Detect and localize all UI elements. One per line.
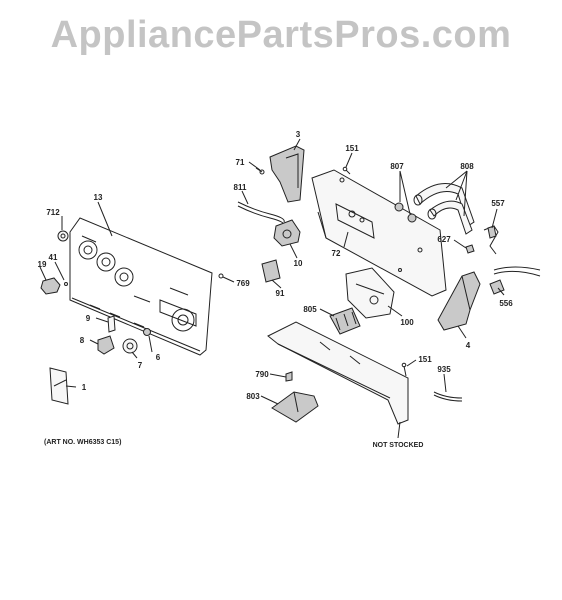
callout-811: 811 <box>234 183 247 192</box>
cover-803 <box>271 391 319 423</box>
fittings-807 <box>394 202 417 223</box>
callout-10: 10 <box>294 259 303 268</box>
switch-805 <box>329 307 361 335</box>
callout-6: 6 <box>156 353 161 362</box>
callout-808: 808 <box>460 162 474 171</box>
callout-3: 3 <box>296 130 301 139</box>
callout-790: 790 <box>255 370 269 379</box>
screw-151a <box>342 166 351 175</box>
callout-19: 19 <box>38 260 47 269</box>
callout-557: 557 <box>491 199 505 208</box>
rear-panel-72 <box>311 169 447 297</box>
knob-19 <box>40 277 68 295</box>
hose-bracket-3 <box>259 145 305 203</box>
end-cap-4 <box>437 271 481 331</box>
callout-13: 13 <box>94 193 103 202</box>
base-trim <box>267 321 409 425</box>
callout-151-bottom: 151 <box>418 355 432 364</box>
callout-935: 935 <box>437 365 451 374</box>
leader-lines <box>39 138 505 439</box>
callout-712: 712 <box>46 208 60 217</box>
callout-91: 91 <box>276 289 285 298</box>
callout-769: 769 <box>236 279 250 288</box>
callout-41: 41 <box>49 253 58 262</box>
screw-769 <box>218 273 224 279</box>
clip-627 <box>465 244 475 254</box>
knob-712 <box>57 230 69 242</box>
callout-627: 627 <box>437 235 451 244</box>
callout-1: 1 <box>82 383 87 392</box>
clip-790 <box>285 371 293 382</box>
not-stocked-note: NOT STOCKED <box>373 442 424 449</box>
watermark-text: AppliancePartsPros.com <box>50 14 512 56</box>
wire-harness-557 <box>483 225 499 255</box>
wire-811 <box>237 201 285 227</box>
screw-71 <box>255 167 263 173</box>
callout-71: 71 <box>236 158 245 167</box>
callout-72: 72 <box>332 249 341 258</box>
callout-151-top: 151 <box>345 144 359 153</box>
parts-9-8-7-6 <box>97 315 151 355</box>
callout-803: 803 <box>246 392 260 401</box>
control-panel-13 <box>69 217 213 356</box>
wire-assembly-556 <box>489 266 541 295</box>
wire-935 <box>433 391 463 402</box>
callout-8: 8 <box>80 336 85 345</box>
callout-9: 9 <box>86 314 91 323</box>
label-card-1 <box>49 367 69 405</box>
fill-hoses-808 <box>413 183 475 235</box>
callout-4: 4 <box>466 341 471 350</box>
timer-100 <box>345 267 395 319</box>
screw-151b <box>401 362 407 377</box>
callout-556: 556 <box>499 299 513 308</box>
callout-100: 100 <box>400 318 414 327</box>
callout-807: 807 <box>390 162 404 171</box>
callout-805: 805 <box>303 305 317 314</box>
art-number: (ART NO. WH6353 C15) <box>44 439 121 446</box>
callout-7: 7 <box>138 361 143 370</box>
pressure-switch-10 <box>273 219 301 247</box>
switch-91 <box>261 259 281 283</box>
